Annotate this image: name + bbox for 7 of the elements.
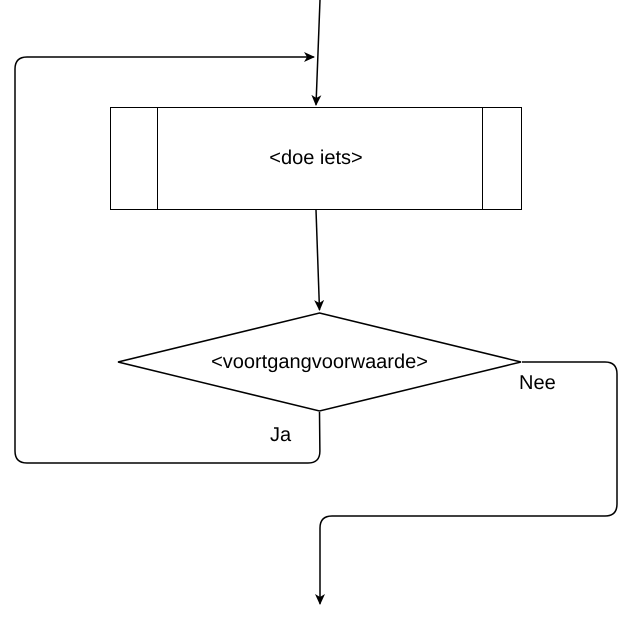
subprocess-box (110, 107, 522, 210)
arrow (311, 0, 322, 106)
node-label: <voortgangvoorwaarde> (211, 350, 428, 374)
node-label: <doe iets> (269, 147, 363, 170)
arrow (314, 210, 324, 311)
arrow (14, 52, 321, 464)
arrow (315, 361, 618, 605)
